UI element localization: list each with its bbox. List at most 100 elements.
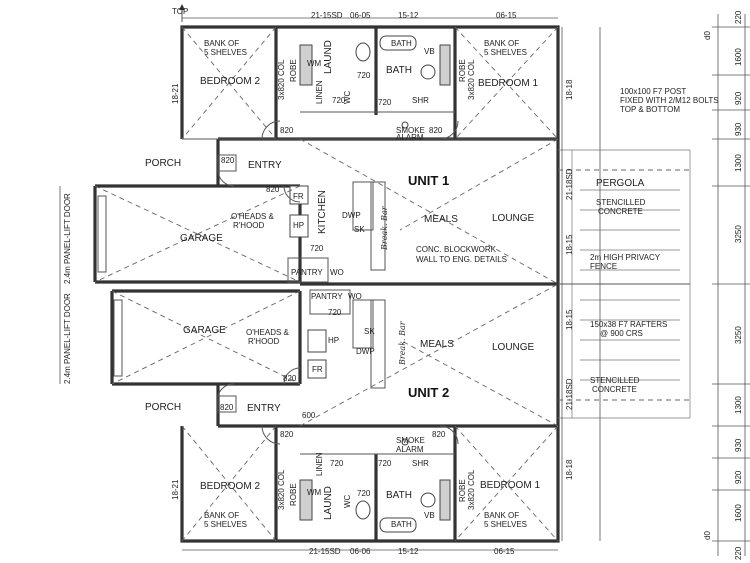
u1-wo: WO — [330, 268, 344, 277]
bottom-dim-3: 15-12 — [398, 547, 419, 556]
right-dim-5: 1300 — [734, 154, 743, 172]
u1-lounge: LOUNGE — [492, 213, 535, 224]
pergola-area — [558, 149, 691, 419]
door-swings — [217, 120, 459, 445]
u2-linen: LINEN — [315, 452, 324, 476]
bottom-dim-2: 06-06 — [350, 547, 371, 556]
rafters-l1: 150x38 F7 RAFTERS — [590, 320, 668, 329]
u2-door-720c: 720 — [378, 459, 392, 468]
u2-robe-r: ROBE — [458, 479, 467, 502]
stencil1-l1: STENCILLED — [596, 198, 646, 207]
u1-porch: PORCH — [145, 158, 182, 169]
u1-shelves-l1: BANK OF — [204, 39, 240, 48]
u2-door-720a: 720 — [330, 459, 344, 468]
u2-shelves-l1: BANK OF — [204, 511, 240, 520]
u1-bath: BATH — [386, 65, 412, 76]
u2-robecol-l: 3x820 COL — [277, 469, 286, 510]
u1-code-21-18sd: 21-18SD — [565, 168, 574, 200]
u2-shelves-l2: 5 SHELVES — [204, 520, 247, 529]
u2-bedroom1: BEDROOM 1 — [480, 480, 541, 491]
blockwork-l2: WALL TO ENG. DETAILS — [416, 255, 507, 264]
top-dim-1: 21-15SD — [311, 11, 343, 20]
u2-bedroom2: BEDROOM 2 — [200, 481, 261, 492]
u1-oheads-l2: R'HOOD — [233, 221, 265, 230]
u2-sk: SK — [364, 327, 375, 336]
u2-robe-l: ROBE — [289, 483, 298, 506]
u2-shelves-r1: BANK OF — [484, 511, 520, 520]
u1-fr: FR — [293, 192, 304, 201]
u1-door-720c: 720 — [378, 98, 392, 107]
u1-oheads-l1: O'HEADS & — [231, 212, 274, 221]
u1-vb: VB — [424, 47, 435, 56]
u1-smoke-l1: SMOKE — [396, 126, 425, 135]
u2-hp: HP — [328, 336, 340, 345]
u1-code-18-21: 18-21 — [171, 83, 180, 104]
bath-fixtures — [299, 35, 451, 533]
privacy-l2: FENCE — [590, 262, 618, 271]
u2-laundry: LAUND — [323, 486, 334, 520]
right-dim-2: 1600 — [734, 48, 743, 66]
right-dim-10: 920 — [734, 470, 743, 484]
u1-meals: MEALS — [424, 214, 458, 225]
u1-dwp: DWP — [342, 211, 361, 220]
u1-robe-r: ROBE — [458, 59, 467, 82]
u2-vb: VB — [424, 511, 435, 520]
u1-door-820-garage: 820 — [266, 185, 280, 194]
right-dim-12: 220 — [734, 546, 743, 560]
u1-door-820-bed2: 820 — [280, 126, 294, 135]
u1-wm: WM — [307, 59, 322, 68]
u1-bedroom1: BEDROOM 1 — [478, 78, 539, 89]
u1-garage: GARAGE — [180, 233, 223, 244]
right-dim-4: 930 — [734, 122, 743, 136]
u2-pantry: PANTRY — [311, 292, 343, 301]
u1-break-bar: Break. Bar — [380, 206, 389, 250]
u2-code-21-18sd: 21-18SD — [565, 378, 574, 410]
u1-kitchen: KITCHEN — [317, 190, 328, 234]
bottom-dim-4: 06-15 — [494, 547, 515, 556]
north-arrow — [179, 4, 185, 22]
u2-dwp: DWP — [356, 347, 375, 356]
right-dim-3: 920 — [734, 91, 743, 105]
top-dim-3: 15-12 — [398, 11, 419, 20]
u1-wc: WC — [343, 90, 352, 104]
top-dim-2: 06-05 — [350, 11, 371, 20]
smoke-alarms — [401, 121, 409, 446]
privacy-l1: 2m HIGH PRIVACY — [590, 253, 661, 262]
u2-fr: FR — [312, 365, 323, 374]
u2-oheads-l1: O'HEADS & — [246, 328, 289, 337]
pergola-label: PERGOLA — [596, 178, 645, 189]
u2-code-18-18: 18-18 — [565, 459, 574, 480]
post-l2: FIXED WITH 2/M12 BOLTS — [620, 96, 719, 105]
u2-shr: SHR — [412, 459, 429, 468]
u2-wm: WM — [307, 488, 322, 497]
blockwork-l1: CONC. BLOCKWORK — [416, 245, 497, 254]
u2-door-820-bed1: 820 — [432, 430, 446, 439]
right-dim-1: 220 — [734, 10, 743, 24]
unit-2-label: UNIT 2 — [408, 385, 450, 400]
right-dim-11: 1600 — [734, 504, 743, 522]
u2-door-820-garage: 820 — [283, 374, 297, 383]
u2-break-bar: Break. Bar — [398, 321, 407, 365]
garage-doors — [97, 195, 123, 377]
u1-smoke-l2: ALARM — [396, 133, 424, 142]
u2-door-820-bed2: 820 — [280, 430, 294, 439]
u2-bath-small: BATH — [391, 520, 412, 529]
right-dim-8: 1300 — [734, 396, 743, 414]
u2-code-18-15: 18-15 — [565, 309, 574, 330]
u2-bath: BATH — [386, 490, 412, 501]
u1-robecol-r: 3x820 COL — [467, 59, 476, 100]
u2-garage-door-label: 2.4m PANEL-LIFT DOOR — [63, 293, 72, 384]
u1-shelves-r2: 5 SHELVES — [484, 48, 527, 57]
north-arrow-label: TOP — [172, 7, 189, 16]
right-dim-6: 3250 — [734, 225, 743, 243]
u2-door-820-porch: 820 — [220, 403, 234, 412]
u1-bedroom2: BEDROOM 2 — [200, 76, 261, 87]
u1-shr: SHR — [412, 96, 429, 105]
stencil2-l2: CONCRETE — [592, 385, 637, 394]
u2-porch: PORCH — [145, 402, 182, 413]
u2-wc: WC — [343, 494, 352, 508]
u1-shelves-l2: 5 SHELVES — [204, 48, 247, 57]
u1-door-820-bed1: 820 — [429, 126, 443, 135]
u2-meals: MEALS — [420, 339, 454, 350]
u1-code-18-18: 18-18 — [565, 79, 574, 100]
